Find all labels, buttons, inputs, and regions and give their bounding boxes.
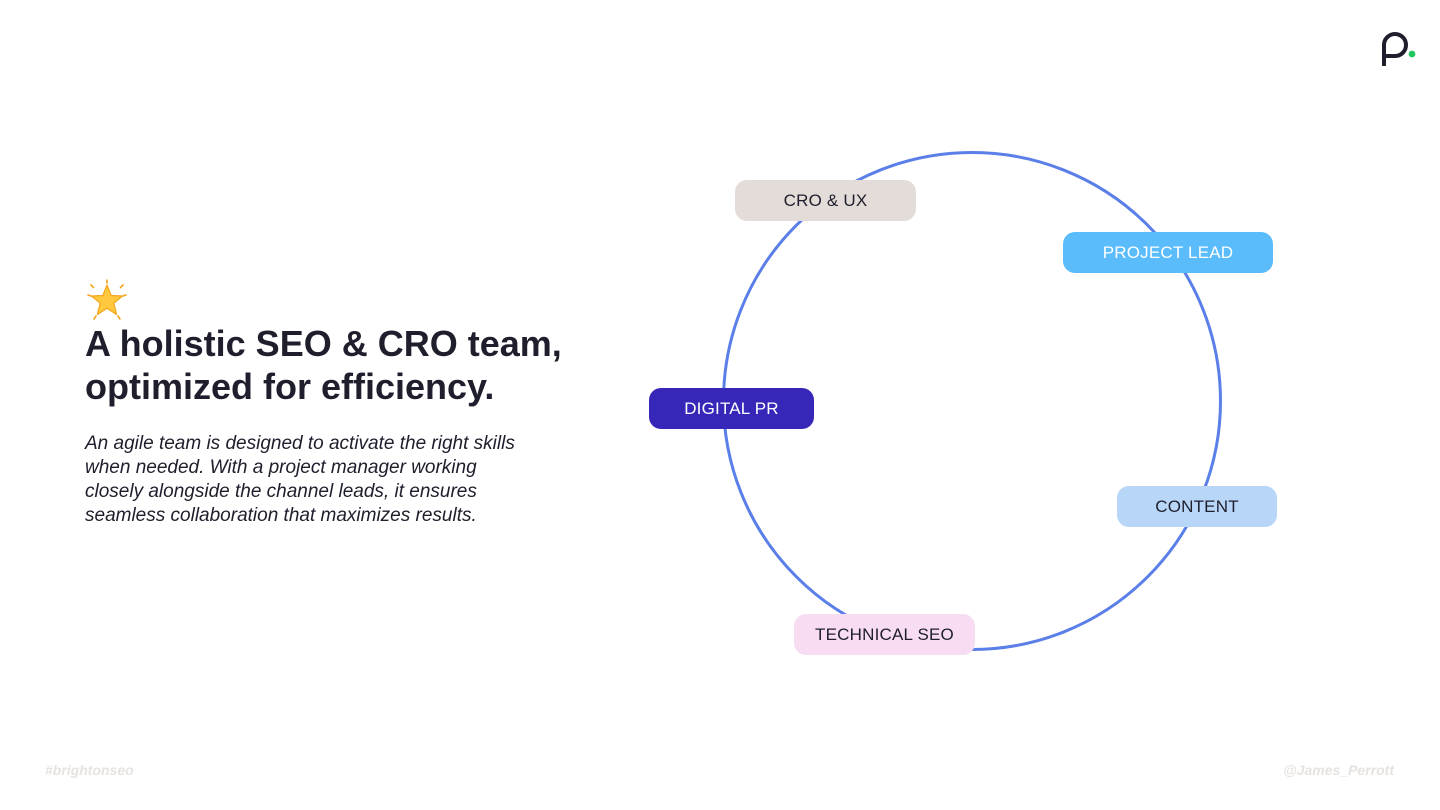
- page-title-line-2: optimized for efficiency.: [85, 366, 495, 407]
- role-pill-technical-seo: TECHNICAL SEO: [794, 614, 975, 655]
- description-line-3: closely alongside the channel leads, it …: [85, 481, 477, 502]
- role-label-digital-pr: DIGITAL PR: [684, 398, 779, 418]
- role-pill-project-lead: PROJECT LEAD: [1063, 232, 1273, 273]
- role-pill-cro-ux: CRO & UX: [735, 180, 916, 221]
- description-line-4: seamless collaboration that maximizes re…: [85, 505, 477, 526]
- role-label-content: CONTENT: [1155, 496, 1239, 516]
- footer-handle: @James_Perrott: [1283, 762, 1394, 778]
- description-line-1: An agile team is designed to activate th…: [85, 433, 515, 454]
- role-label-project-lead: PROJECT LEAD: [1102, 242, 1234, 262]
- description-paragraph: An agile team is designed to activate th…: [85, 432, 555, 528]
- role-label-cro-ux: CRO & UX: [783, 190, 868, 210]
- p-dot-logo-icon: [1382, 32, 1416, 66]
- role-label-technical-seo: TECHNICAL SEO: [815, 624, 954, 644]
- role-pill-content: CONTENT: [1117, 486, 1277, 527]
- page-title: A holistic SEO & CRO team, optimized for…: [85, 322, 605, 408]
- role-pill-digital-pr: DIGITAL PR: [649, 388, 814, 429]
- glowing-star-icon: [87, 279, 127, 320]
- footer-hashtag: #brightonseo: [45, 762, 134, 778]
- page-title-line-1: A holistic SEO & CRO team,: [85, 323, 562, 364]
- description-line-2: when needed. With a project manager work…: [85, 457, 477, 478]
